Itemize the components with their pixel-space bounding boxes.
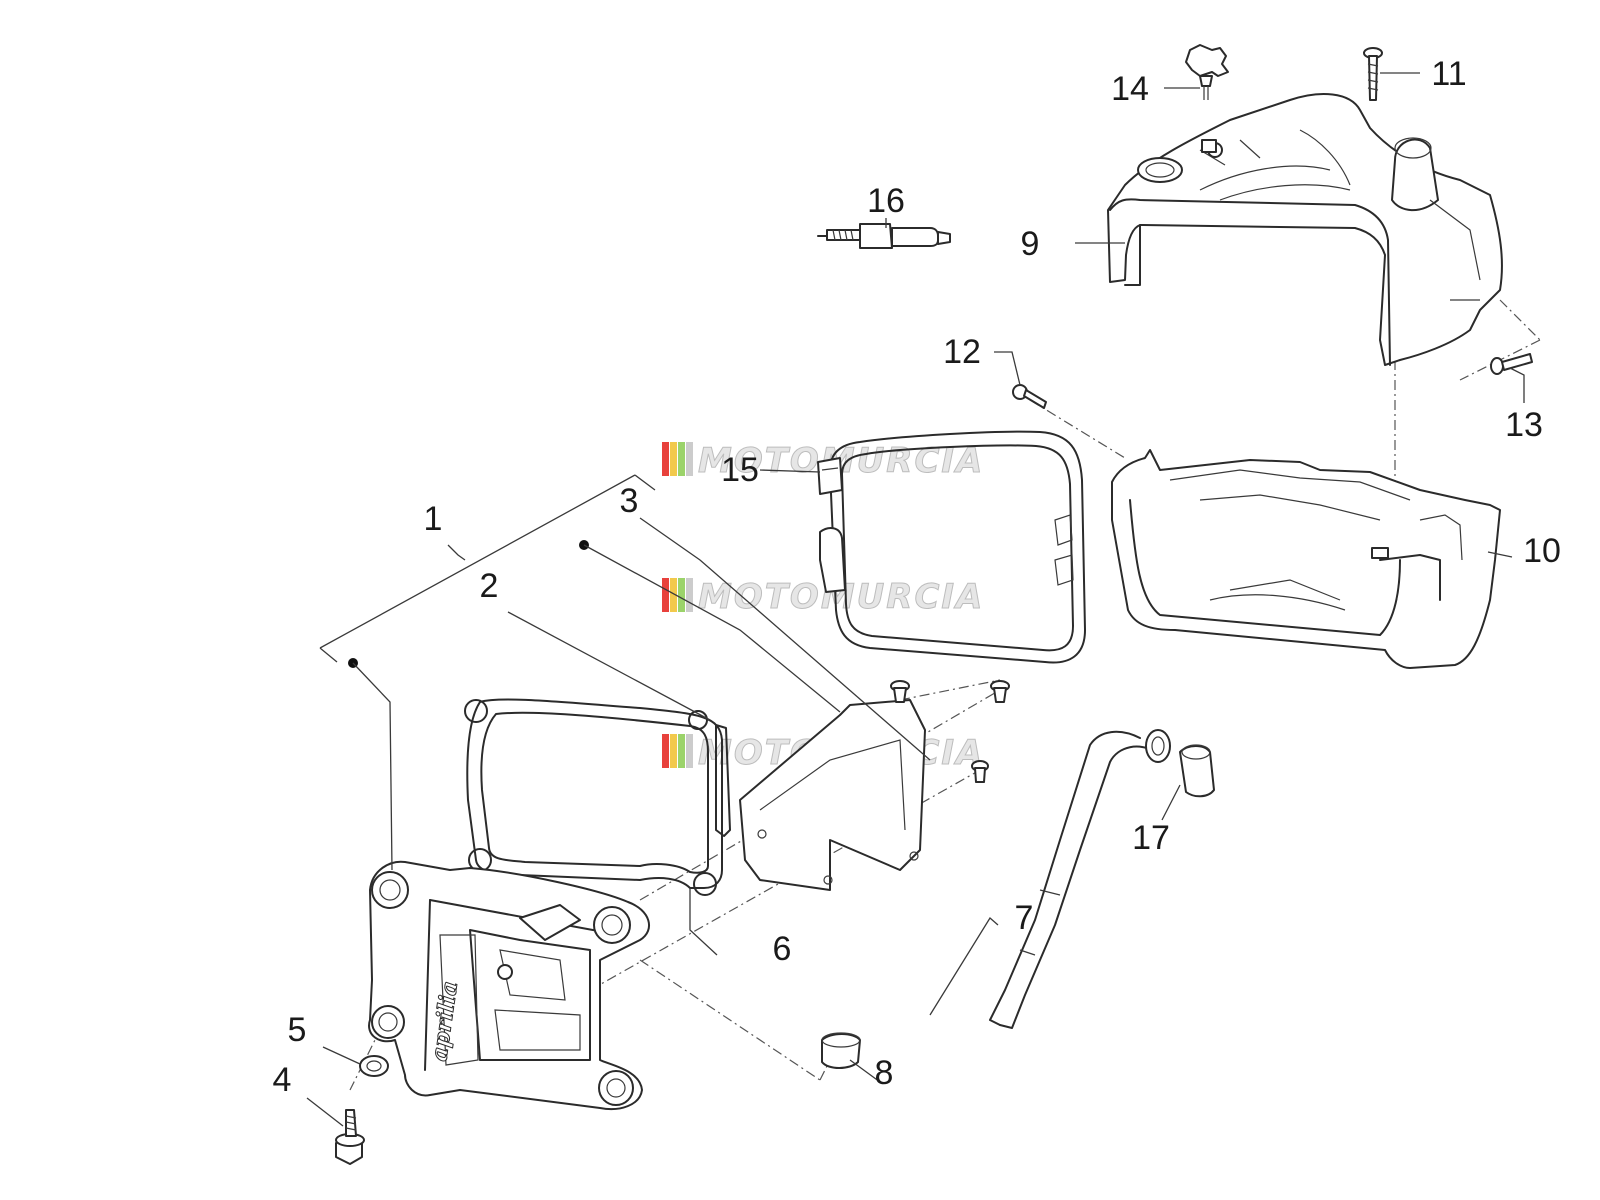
callout-6: 6 — [773, 930, 792, 968]
callout-8: 8 — [875, 1054, 894, 1092]
callout-10: 10 — [1523, 532, 1561, 570]
part-15-rubber-pad — [817, 457, 846, 593]
watermark-stripe — [686, 442, 693, 476]
watermark-stripe — [662, 734, 669, 768]
watermark-stripe — [670, 578, 677, 612]
callout-4: 4 — [273, 1061, 292, 1099]
callout-3: 3 — [620, 482, 639, 520]
watermark-stripe — [678, 734, 685, 768]
callout-9: 9 — [1021, 225, 1040, 263]
watermark-stripe — [662, 442, 669, 476]
part-2-valve-cover-gasket — [464, 698, 723, 896]
part-14-breather-knob — [1185, 44, 1229, 153]
part-13-bolt — [1490, 353, 1533, 375]
part-16-spark-plug — [817, 223, 951, 249]
part-12-screw — [1012, 384, 1047, 409]
callout-5: 5 — [288, 1011, 307, 1049]
leader-lines — [306, 72, 1525, 1127]
part-7-breather-hose — [989, 729, 1171, 1029]
part-11-screw — [1363, 47, 1383, 101]
watermark-middle: MOTOMURCIA — [662, 577, 983, 618]
watermark-stripe — [670, 734, 677, 768]
callout-1: 1 — [424, 500, 443, 538]
callout-16: 16 — [867, 182, 905, 220]
watermark-stripe — [678, 442, 685, 476]
part-10-head-cover-lower — [1111, 449, 1501, 669]
part-9-head-cover-upper — [1107, 93, 1503, 366]
part-17-hose-clamp — [1179, 744, 1215, 798]
callout-7: 7 — [1015, 899, 1034, 937]
watermark-stripe — [686, 734, 693, 768]
callout-2: 2 — [480, 567, 499, 605]
callout-12: 12 — [943, 333, 981, 371]
separator-plate — [739, 699, 926, 891]
watermark-stripe — [662, 578, 669, 612]
callout-14: 14 — [1111, 70, 1149, 108]
part-5-washer — [359, 1055, 389, 1077]
kit-bracket — [319, 474, 656, 663]
watermark-stripe — [678, 578, 685, 612]
watermark-stripe — [686, 578, 693, 612]
valve-cover-housing: aprilia — [368, 860, 651, 1110]
part-6-gasket-strip — [715, 724, 731, 837]
callout-15: 15 — [721, 451, 759, 489]
part-8-hose-clamp — [821, 1032, 861, 1069]
watermark-stripe — [670, 442, 677, 476]
part-4-bolt — [335, 1109, 365, 1165]
kit-dots — [348, 540, 589, 668]
callout-11: 11 — [1431, 55, 1466, 93]
callout-labels: 1 2 3 4 5 6 7 8 9 10 11 12 13 14 15 16 1… — [273, 55, 1561, 1099]
dowel-pins — [890, 680, 1010, 783]
callout-17: 17 — [1132, 819, 1170, 857]
callout-13: 13 — [1505, 406, 1543, 444]
